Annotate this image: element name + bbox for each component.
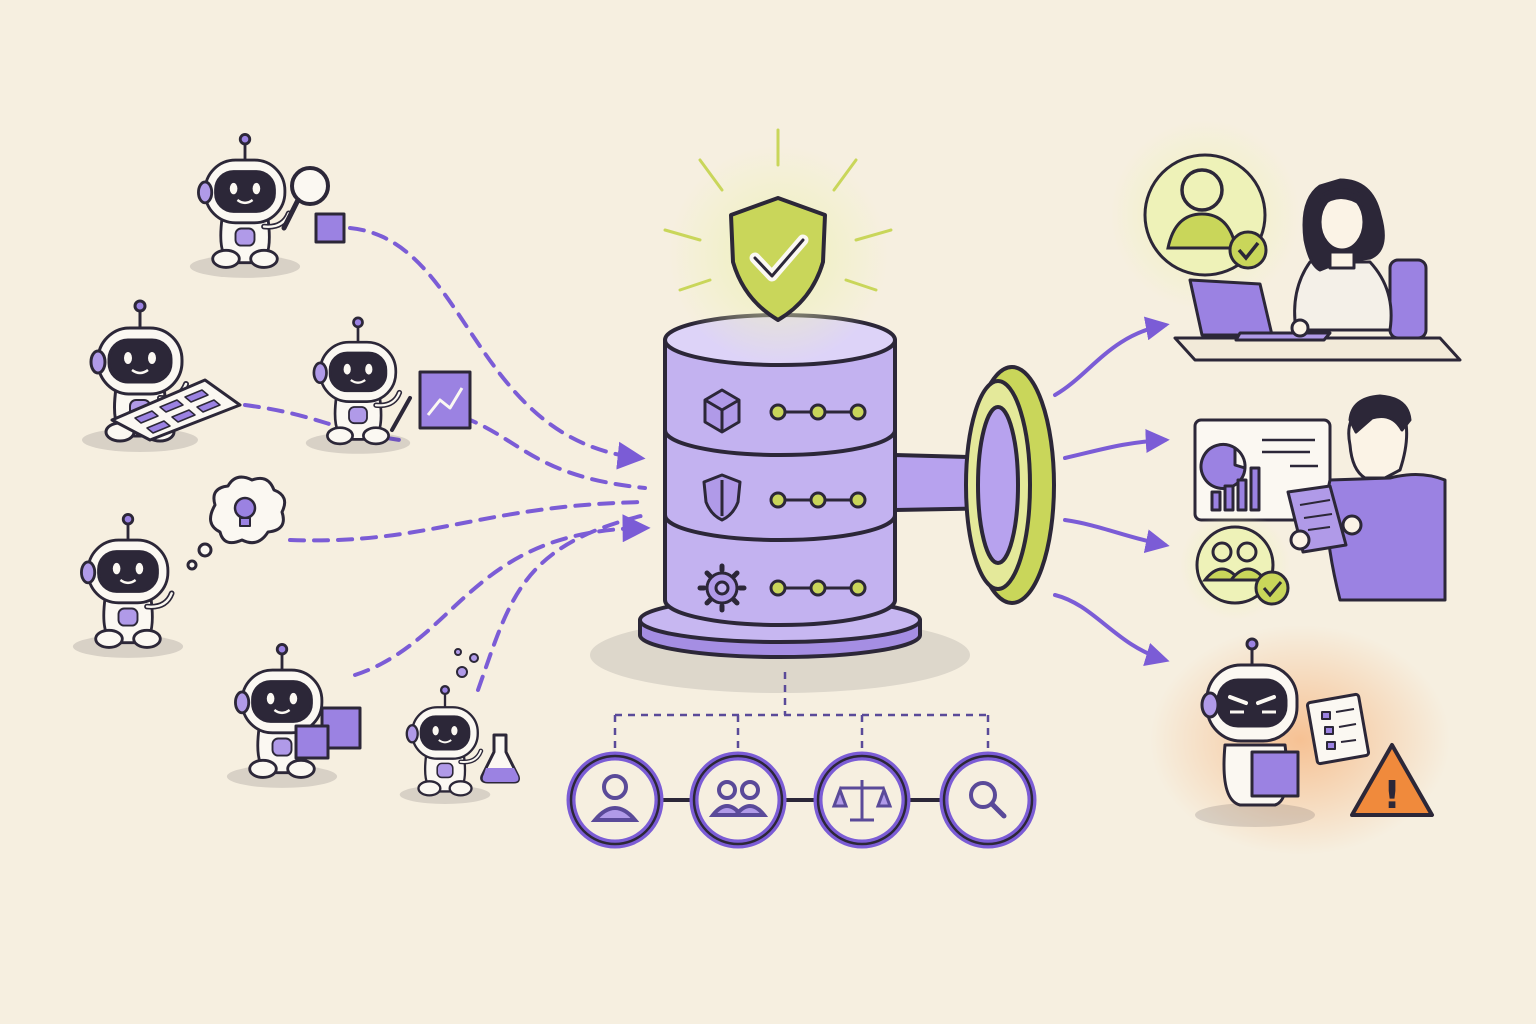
flow-line-ideation	[288, 500, 647, 543]
incoming-flows	[243, 226, 651, 692]
warning-icon: !	[1350, 743, 1434, 817]
flow-line-experimenter	[476, 513, 647, 692]
governance-icons	[566, 751, 1037, 849]
ring-valve	[893, 365, 1056, 605]
output-verified-group	[1180, 510, 1290, 620]
tablet-grid-icon	[110, 378, 242, 442]
person-tablet	[1286, 394, 1447, 602]
lightbulb-thought-icon	[186, 475, 287, 571]
arrow-to-rogue	[1053, 593, 1170, 666]
central-data-store	[590, 313, 970, 693]
boxes-icon	[294, 706, 362, 760]
flow-line-dataentry	[243, 403, 402, 442]
robot-mover	[226, 643, 338, 788]
cube-icon	[314, 212, 346, 244]
warning-symbol: !	[1383, 773, 1400, 817]
governance-tree	[613, 672, 990, 752]
robot-analyst	[305, 316, 411, 454]
flow-line-inspector	[348, 226, 646, 470]
person-laptop	[1173, 178, 1462, 362]
governance-magnifier-icon	[939, 751, 1037, 849]
agent-props	[110, 166, 520, 784]
outgoing-flows	[1053, 316, 1170, 666]
agent-robots	[72, 133, 491, 804]
output-rogue-agent: !	[1150, 625, 1450, 855]
robot-experimenter	[399, 685, 491, 804]
robot-inspecting	[189, 133, 301, 278]
robot-ideation	[72, 513, 184, 658]
governance-user-icon	[566, 751, 664, 849]
layer-gear-icon	[697, 563, 747, 613]
output-verified-user	[1110, 120, 1300, 310]
trend-chart-icon	[390, 370, 472, 432]
layer-shield-icon	[702, 473, 742, 522]
arrow-to-user	[1053, 316, 1170, 397]
flask-icon	[454, 648, 520, 784]
arrow-to-group	[1063, 518, 1170, 553]
magnifier-icon	[281, 166, 330, 231]
shield-check-icon	[729, 196, 827, 322]
shield-check-badge	[663, 128, 893, 365]
governance-group-icon	[689, 751, 787, 849]
layer-connectors	[769, 403, 867, 597]
masked-robot	[1195, 637, 1371, 827]
governance-scales-icon	[813, 751, 911, 849]
arrow-to-dashboard	[1063, 428, 1170, 460]
layer-cube-icon	[703, 388, 741, 434]
